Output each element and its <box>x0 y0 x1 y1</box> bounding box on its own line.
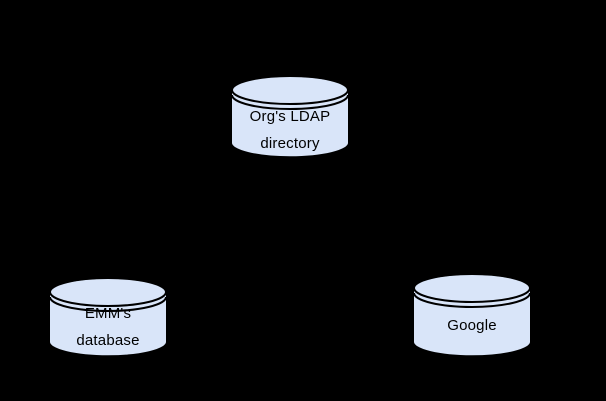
cylinder-top-ellipse <box>49 277 167 307</box>
cylinder-top-ellipse <box>413 273 531 303</box>
emm-database-cylinder: EMM's database <box>48 277 168 357</box>
cylinder-inner-arc <box>413 292 531 308</box>
cylinder-top-ellipse <box>231 75 349 105</box>
database-cylinder-icon <box>48 277 168 357</box>
database-cylinder-icon <box>230 75 350 158</box>
node-label: Google <box>412 312 532 339</box>
cylinder-inner-arc <box>49 296 167 312</box>
ldap-directory-cylinder: Org's LDAP directory <box>230 75 350 158</box>
node-label-line: directory <box>260 135 320 152</box>
node-label-line: database <box>76 332 140 349</box>
cylinder-inner-arc <box>231 94 349 110</box>
node-label-line: EMM's <box>84 305 132 322</box>
node-label: Org's LDAP directory <box>230 103 350 157</box>
database-cylinder-icon <box>412 273 532 357</box>
node-label: EMM's database <box>48 300 168 354</box>
node-label-line: Org's LDAP <box>249 108 331 125</box>
node-label-line: Google <box>447 317 497 334</box>
google-cylinder: Google <box>412 273 532 357</box>
